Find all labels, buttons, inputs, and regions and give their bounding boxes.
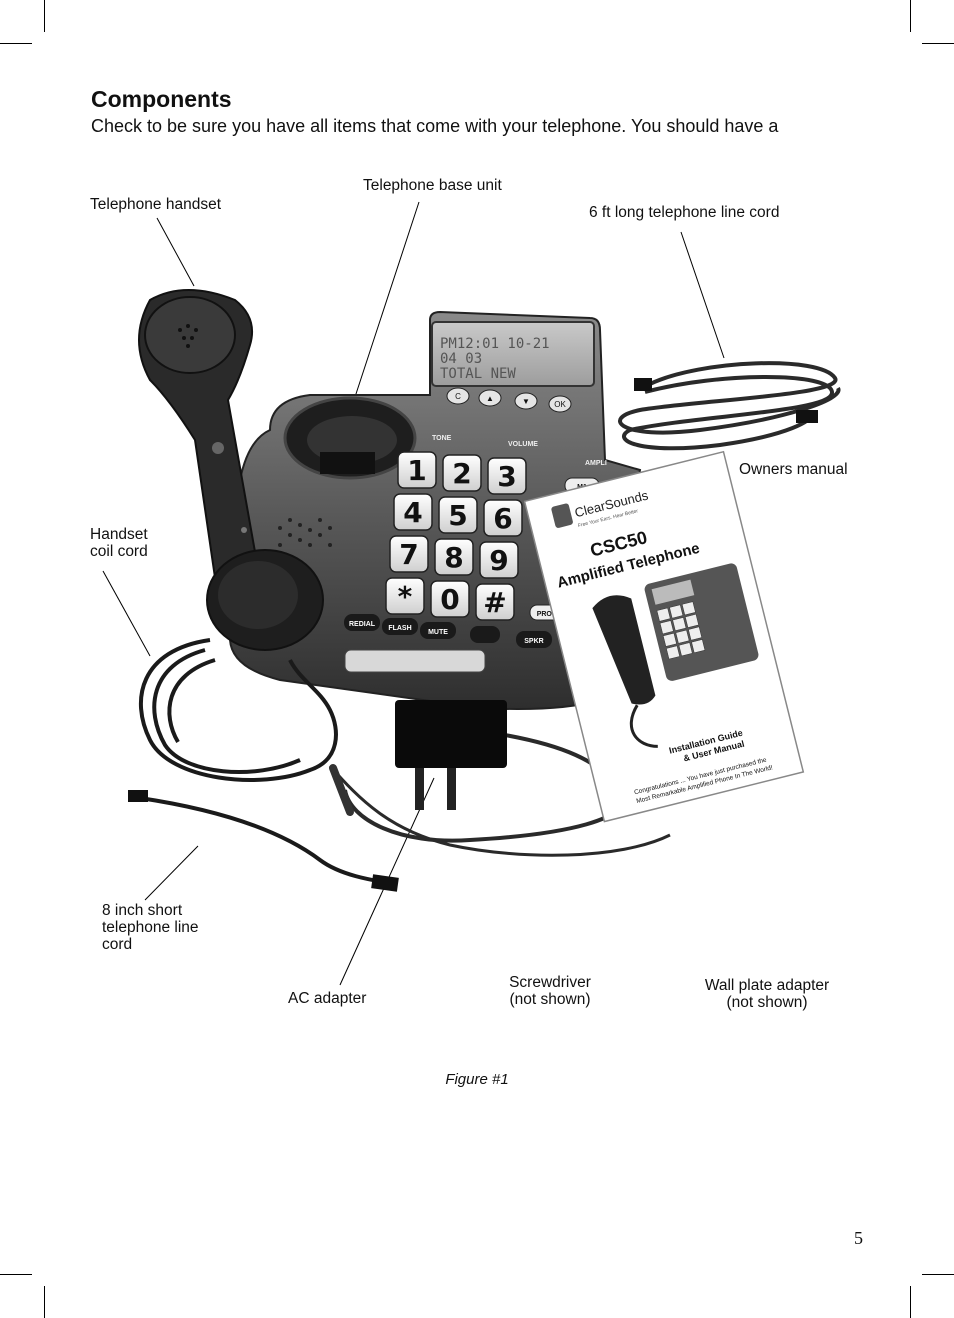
label-short-cord-line2: telephone line xyxy=(102,919,199,936)
lcd-line-3: TOTAL NEW xyxy=(440,366,516,382)
keypad-key-bg xyxy=(475,583,515,621)
mute-button: MUTE xyxy=(428,629,448,636)
label-coil-cord: Handset coil cord xyxy=(90,526,148,560)
keypad-key: 7 xyxy=(399,538,418,571)
keypad-key: 0 xyxy=(440,583,459,616)
label-ac-adapter: AC adapter xyxy=(288,990,367,1007)
label-short-cord-line1: 8 inch short xyxy=(102,902,183,919)
keypad-key: 2 xyxy=(452,457,471,490)
flash-button: FLASH xyxy=(388,625,411,632)
keypad-key-bg xyxy=(442,454,482,492)
label-wall-plate: Wall plate adapter (not shown) xyxy=(692,977,842,1011)
crop-mark xyxy=(922,1274,954,1275)
keypad-key: 5 xyxy=(448,499,467,532)
lcd-line-2: 04 03 xyxy=(440,351,482,367)
prog-button: PROG xyxy=(537,611,558,618)
keypad-key-bg xyxy=(487,457,527,495)
handset-coil-cord xyxy=(138,638,338,782)
label-handset: Telephone handset xyxy=(90,196,222,213)
lcd-line-1: PM12:01 10-21 xyxy=(440,336,550,352)
section-title: Components xyxy=(91,86,232,112)
keypad-key: 3 xyxy=(497,460,516,493)
line-cord-6ft xyxy=(618,361,841,451)
page-number: 5 xyxy=(854,1228,863,1248)
label-owners-manual: Owners manual xyxy=(739,461,848,478)
short-line-cord xyxy=(128,790,399,892)
keypad-key-bg xyxy=(438,496,478,534)
label-wall-plate-line1: Wall plate adapter xyxy=(704,977,830,994)
keypad-key: # xyxy=(483,586,506,619)
keypad-key-bg xyxy=(389,535,429,573)
volume-label: VOLUME xyxy=(508,441,538,448)
label-screwdriver: Screwdriver (not shown) xyxy=(495,974,605,1008)
intro-text: Check to be sure you have all items that… xyxy=(91,116,779,136)
label-short-cord: 8 inch short telephone line cord xyxy=(102,902,199,953)
redial-button: REDIAL xyxy=(349,621,376,628)
crop-mark xyxy=(44,0,45,32)
keypad-key-bg xyxy=(434,538,474,576)
keypad-key: * xyxy=(398,580,413,613)
figure-caption: Figure #1 xyxy=(445,1071,509,1088)
keypad-key: 6 xyxy=(493,502,512,535)
keypad-key-bg xyxy=(430,580,470,618)
keypad-key-bg xyxy=(479,541,519,579)
crop-mark xyxy=(910,0,911,32)
nav-button-down: ▼ xyxy=(522,397,530,406)
crop-mark xyxy=(0,1274,32,1275)
crop-mark xyxy=(0,43,32,44)
label-coil-cord-line1: Handset xyxy=(90,526,148,543)
keypad-key-bg xyxy=(397,451,437,489)
nav-button-c: C xyxy=(455,392,461,401)
keypad-key-bg xyxy=(483,499,523,537)
label-screwdriver-line2: (not shown) xyxy=(509,991,591,1008)
owners-manual: ClearSounds Free Your Ears. Hear Better … xyxy=(523,450,805,823)
keypad-key: 4 xyxy=(403,496,422,529)
ac-adapter xyxy=(328,700,671,857)
keypad-key: 1 xyxy=(407,454,426,487)
nav-button-ok: OK xyxy=(554,400,566,409)
speaker-button: SPKR xyxy=(524,638,543,645)
label-base-unit: Telephone base unit xyxy=(363,177,502,194)
label-wall-plate-line2: (not shown) xyxy=(726,994,808,1011)
label-coil-cord-line2: coil cord xyxy=(90,543,148,560)
ampli-label: AMPLI xyxy=(585,460,607,467)
telephone-handset xyxy=(138,289,324,651)
keypad-key: 8 xyxy=(444,541,463,574)
keypad-key: 9 xyxy=(489,544,508,577)
label-line-cord-6ft: 6 ft long telephone line cord xyxy=(589,204,780,221)
label-screwdriver-line1: Screwdriver xyxy=(509,974,591,991)
label-short-cord-line3: cord xyxy=(102,936,133,953)
tone-label: TONE xyxy=(432,435,452,442)
crop-mark xyxy=(910,1286,911,1318)
nav-button-up: ▲ xyxy=(486,394,494,403)
keypad-key-bg xyxy=(385,577,425,615)
crop-mark xyxy=(922,43,954,44)
keypad-key-bg xyxy=(393,493,433,531)
crop-mark xyxy=(44,1286,45,1318)
